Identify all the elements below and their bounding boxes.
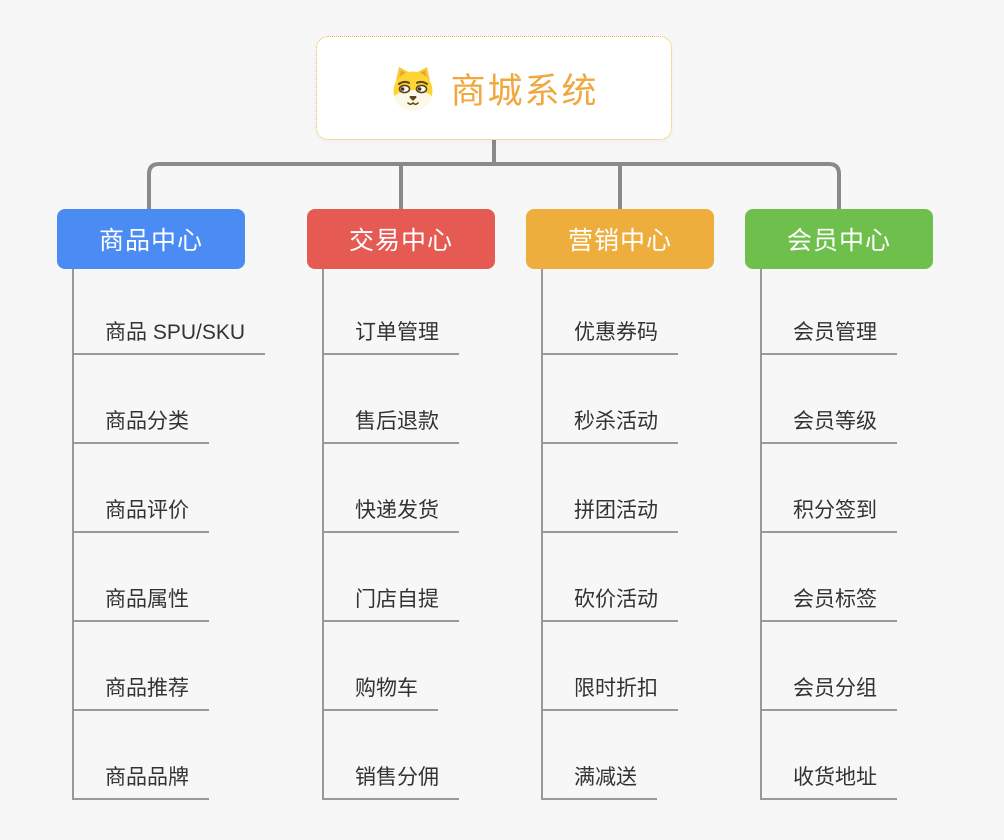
leaf-node[interactable]: 门店自提 — [322, 588, 459, 622]
branch-node-marketing-center[interactable]: 营销中心 — [526, 209, 714, 269]
branch-label: 商品中心 — [98, 227, 203, 255]
root-node[interactable]: 商城系统 — [316, 36, 672, 140]
leaf-node[interactable]: 商品分类 — [72, 410, 209, 444]
leaf-node[interactable]: 优惠券码 — [541, 321, 678, 355]
leaf-node[interactable]: 砍价活动 — [541, 588, 678, 622]
leaf-node[interactable]: 限时折扣 — [541, 677, 678, 711]
leaf-node[interactable]: 快递发货 — [322, 499, 459, 533]
leaf-node[interactable]: 销售分佣 — [322, 766, 459, 800]
branch-node-member-center[interactable]: 会员中心 — [745, 209, 933, 269]
leaf-node[interactable]: 满减送 — [541, 766, 657, 800]
branch-label: 会员中心 — [786, 227, 891, 255]
leaf-node[interactable]: 会员标签 — [760, 588, 897, 622]
leaf-node[interactable]: 商品品牌 — [72, 766, 209, 800]
leaf-node[interactable]: 商品评价 — [72, 499, 209, 533]
leaf-node[interactable]: 会员管理 — [760, 321, 897, 355]
leaf-node[interactable]: 购物车 — [322, 677, 438, 711]
branch-children-line — [541, 269, 543, 800]
root-title: 商城系统 — [450, 71, 599, 111]
leaf-node[interactable]: 售后退款 — [322, 410, 459, 444]
leaf-node[interactable]: 积分签到 — [760, 499, 897, 533]
leaf-node[interactable]: 商品属性 — [72, 588, 209, 622]
leaf-node[interactable]: 商品推荐 — [72, 677, 209, 711]
leaf-node[interactable]: 商品 SPU/SKU — [72, 321, 266, 355]
leaf-node[interactable]: 会员等级 — [760, 410, 897, 444]
leaf-node[interactable]: 会员分组 — [760, 677, 897, 711]
branch-node-product-center[interactable]: 商品中心 — [57, 209, 245, 269]
branch-label: 营销中心 — [567, 227, 672, 255]
leaf-node[interactable]: 收货地址 — [760, 766, 897, 800]
branch-children-line — [322, 269, 324, 800]
branch-node-trade-center[interactable]: 交易中心 — [307, 209, 495, 269]
branch-children-line — [760, 269, 762, 800]
leaf-node[interactable]: 订单管理 — [322, 321, 459, 355]
branch-children-line — [72, 269, 74, 800]
dog-face-icon — [393, 67, 433, 111]
branch-label: 交易中心 — [348, 227, 453, 255]
leaf-node[interactable]: 拼团活动 — [541, 499, 678, 533]
leaf-node[interactable]: 秒杀活动 — [541, 410, 678, 444]
